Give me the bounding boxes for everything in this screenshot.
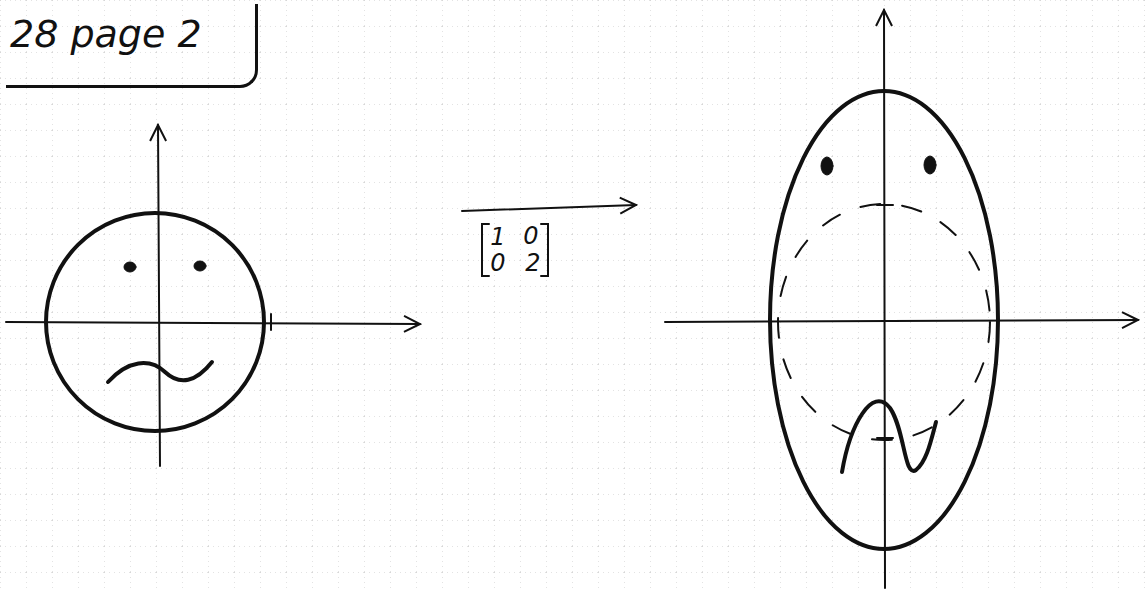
stretched-face (665, 10, 1138, 588)
y-axis (884, 10, 885, 588)
transform-arrow (462, 205, 636, 276)
mouth (108, 362, 212, 382)
eye (821, 157, 833, 175)
tick-mark (877, 437, 893, 439)
eye (124, 262, 136, 272)
mouth (842, 401, 936, 472)
face-ellipse (770, 91, 998, 549)
face-circle (46, 213, 264, 431)
eye (194, 261, 206, 271)
matrix-entry: 2 (525, 251, 540, 275)
page-heading: 28 page 2 (10, 12, 225, 56)
eye (924, 156, 936, 174)
original-face (6, 125, 420, 466)
page-heading-box: 28 page 2 (6, 4, 258, 88)
matrix-bracket (482, 224, 489, 276)
y-axis (158, 125, 160, 466)
matrix-entry: 0 (523, 224, 538, 248)
matrix-bracket (541, 224, 548, 276)
matrix-entry: 1 (490, 225, 505, 249)
x-axis (6, 322, 420, 324)
tick-mark (270, 314, 272, 330)
arrow (462, 205, 636, 211)
matrix-entry: 0 (490, 251, 505, 275)
x-axis (665, 320, 1138, 322)
